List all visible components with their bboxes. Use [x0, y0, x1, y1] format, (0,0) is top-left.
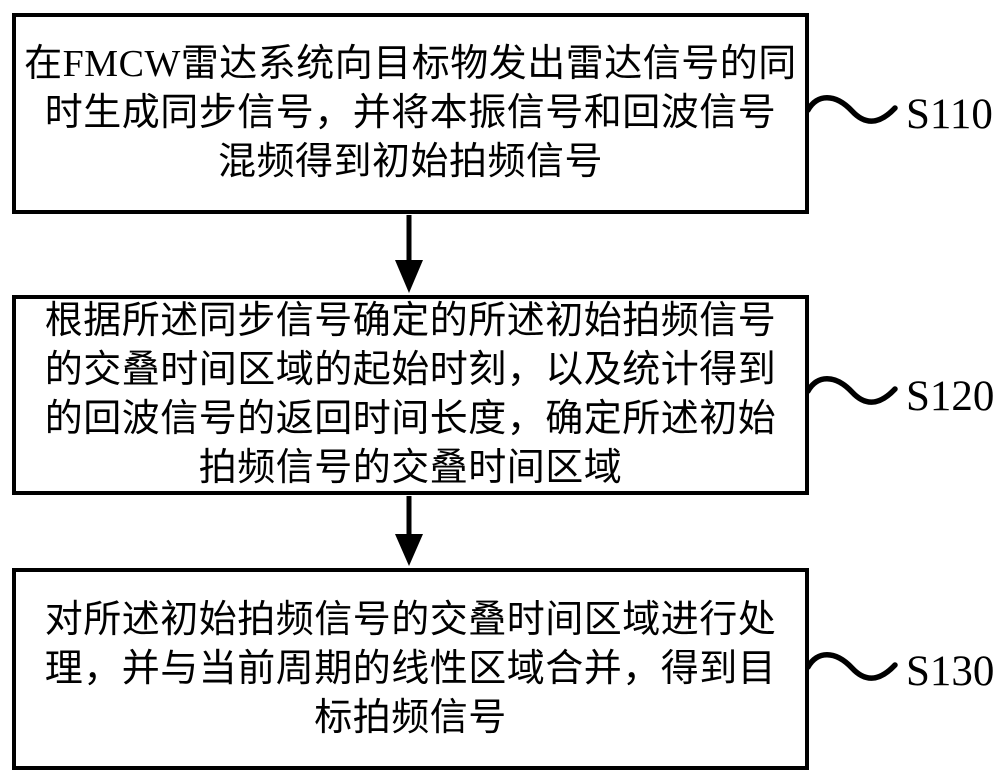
step-text-line: 时生成同步信号，并将本振信号和回波信号: [44, 92, 777, 134]
tilde-connector-icon: [805, 652, 898, 681]
flow-step-box-s110: 在FMCW雷达系统向目标物发出雷达信号的同 时生成同步信号，并将本振信号和回波信…: [12, 13, 809, 214]
step-label-s110: S110: [906, 91, 993, 138]
step-label-s130: S130: [906, 648, 995, 695]
step-text-line: 标拍频信号: [314, 696, 507, 739]
step-text-line: 对所述初始拍频信号的交叠时间区域进行处: [44, 598, 777, 641]
step-text-line: 根据所述同步信号确定的所述初始拍频信号: [44, 300, 777, 342]
step-text-line: 的交叠时间区域的起始时刻，以及统计得到: [44, 349, 777, 391]
down-arrow-icon: [395, 215, 423, 293]
flow-step-box-s120: 根据所述同步信号确定的所述初始拍频信号 的交叠时间区域的起始时刻，以及统计得到 …: [12, 295, 809, 495]
step-text-line: 的回波信号的返回时间长度，确定所述初始: [44, 398, 777, 440]
step-label-s120: S120: [906, 373, 995, 420]
step-text-line: 理，并与当前周期的线性区域合并，得到目: [44, 647, 777, 690]
tilde-connector-icon: [805, 376, 898, 405]
flow-step-box-s130: 对所述初始拍频信号的交叠时间区域进行处 理，并与当前周期的线性区域合并，得到目 …: [12, 568, 809, 770]
tilde-connector-icon: [805, 95, 898, 124]
step-text-line: 在FMCW雷达系统向目标物发出雷达信号的同: [24, 43, 797, 85]
down-arrow-icon: [395, 496, 423, 566]
step-text-line: 混频得到初始拍频信号: [217, 141, 603, 183]
step-text-line: 拍频信号的交叠时间区域: [198, 447, 623, 489]
